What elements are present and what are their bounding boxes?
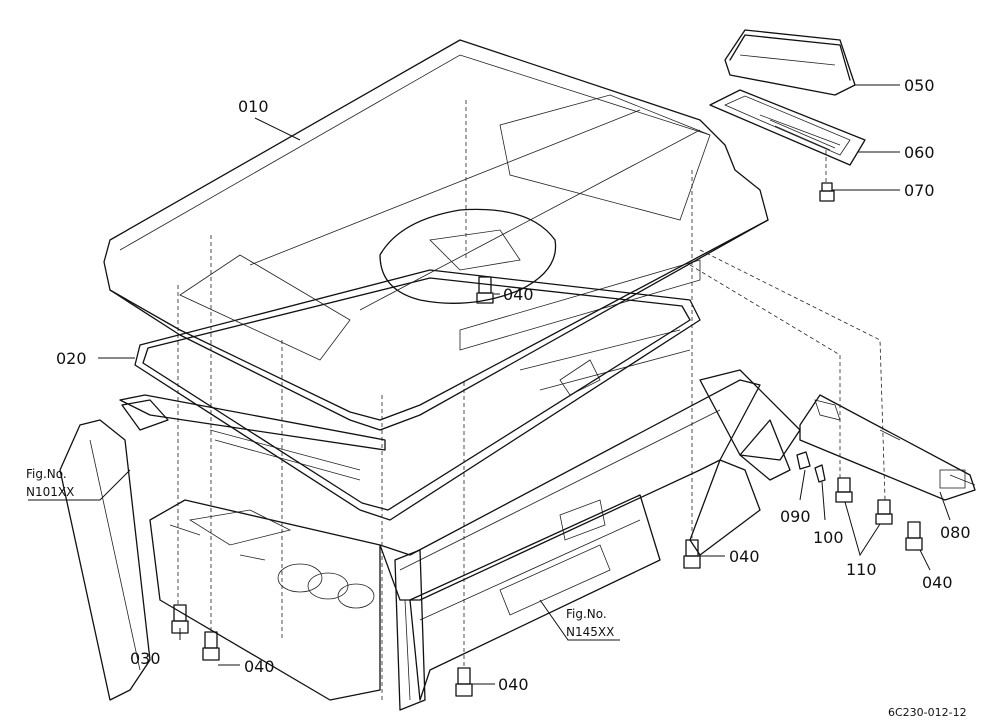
bolt-040-right bbox=[905, 521, 923, 551]
bolt-110-a bbox=[835, 477, 853, 503]
callout-020: 020 bbox=[56, 349, 87, 368]
small-parts bbox=[796, 451, 826, 483]
bolt-040-bottom bbox=[455, 667, 473, 697]
filter-cover bbox=[724, 29, 856, 96]
leader-lines bbox=[28, 84, 951, 685]
bolt-110-b bbox=[875, 499, 893, 525]
cab-frame bbox=[59, 259, 801, 711]
figure-ref-label: Fig.No. bbox=[566, 607, 607, 621]
callout-040-right: 040 bbox=[922, 573, 953, 592]
figure-reference-left: Fig.No. N101XX bbox=[26, 467, 74, 499]
bolts bbox=[171, 182, 923, 697]
callout-090: 090 bbox=[780, 507, 811, 526]
callout-070: 070 bbox=[904, 181, 935, 200]
callout-040-bottom: 040 bbox=[498, 675, 529, 694]
bolt-070 bbox=[819, 182, 835, 202]
figure-ref-label: Fig.No. bbox=[26, 467, 67, 481]
figure-ref-number: N101XX bbox=[26, 485, 74, 499]
callout-040-center: 040 bbox=[503, 285, 534, 304]
callout-040-left: 040 bbox=[244, 657, 275, 676]
figure-reference-bottom: Fig.No. N145XX bbox=[566, 607, 614, 639]
callout-100: 100 bbox=[813, 528, 844, 547]
bolt-040-rear bbox=[683, 539, 701, 569]
roof-panel bbox=[103, 39, 769, 431]
callout-110: 110 bbox=[846, 560, 877, 579]
bolt-040-roof-center bbox=[476, 276, 494, 304]
figure-ref-number: N145XX bbox=[566, 625, 614, 639]
callouts: 010 020 030 040 040 040 040 040 050 060 … bbox=[56, 76, 971, 694]
callout-040-rear: 040 bbox=[729, 547, 760, 566]
callout-080: 080 bbox=[940, 523, 971, 542]
seal-gasket bbox=[134, 269, 701, 521]
filter-plate bbox=[709, 89, 866, 166]
callout-050: 050 bbox=[904, 76, 935, 95]
callout-060: 060 bbox=[904, 143, 935, 162]
drawing-code: 6C230-012-12 bbox=[888, 706, 967, 719]
callout-030: 030 bbox=[130, 649, 161, 668]
bracket-assembly bbox=[799, 394, 976, 501]
assembly-lines bbox=[177, 100, 886, 700]
bolt-040-left bbox=[202, 631, 220, 661]
callout-010: 010 bbox=[238, 97, 269, 116]
